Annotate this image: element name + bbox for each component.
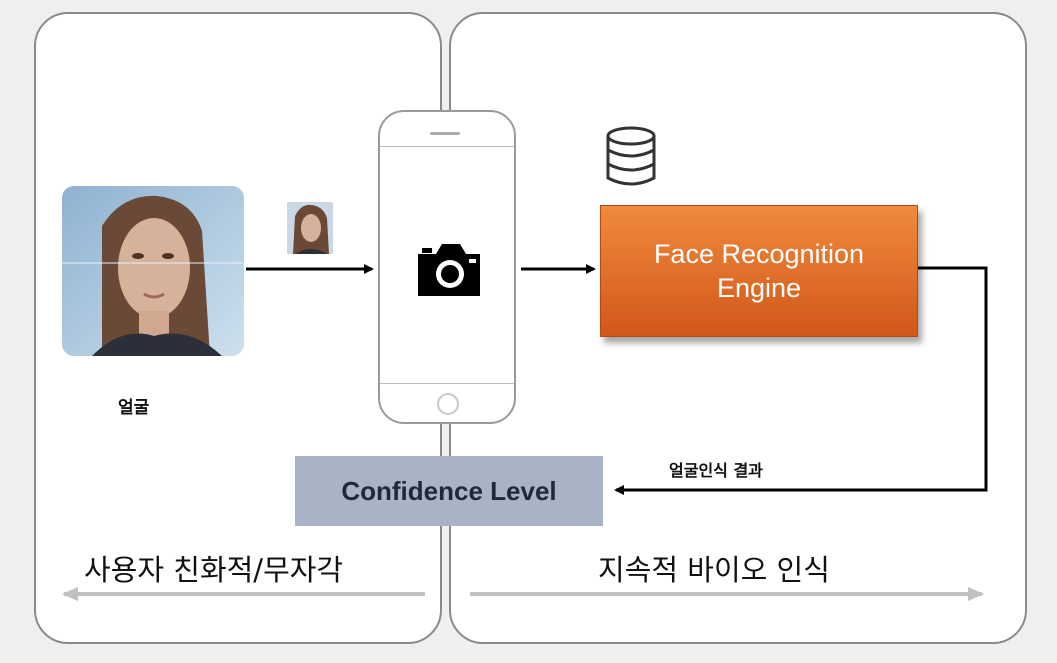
phone-speaker — [430, 132, 460, 135]
face-thumbnail — [287, 202, 333, 254]
camera-icon — [414, 240, 484, 300]
left-caption: 사용자 친화적/무자각 — [84, 553, 344, 587]
face-label: 얼굴 — [118, 398, 150, 418]
face-recognition-engine-box: Face Recognition Engine — [600, 205, 918, 337]
home-button-icon — [437, 393, 459, 415]
face-photo — [62, 186, 244, 356]
right-caption: 지속적 바이오 인식 — [598, 553, 830, 587]
engine-label-line1: Face Recognition — [653, 239, 865, 269]
arrow-engine-to-confidence — [614, 266, 988, 495]
recognition-result-label: 얼굴인식 결과 — [669, 461, 763, 480]
engine-label-line2: Engine — [716, 273, 802, 303]
database-icon — [604, 124, 658, 190]
confidence-level-box: Confidence Level — [295, 456, 603, 526]
phone-screen — [380, 146, 514, 384]
